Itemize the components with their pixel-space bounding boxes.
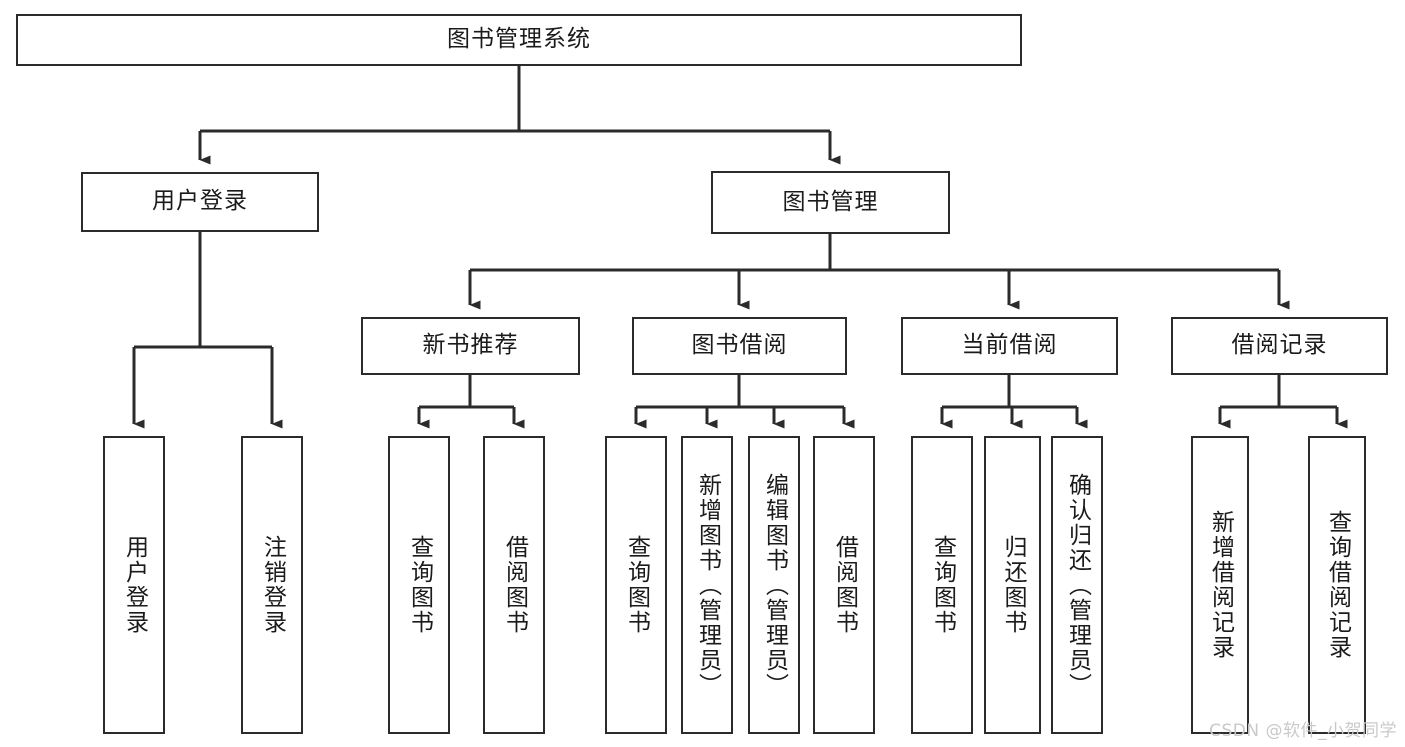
node-label: 查询借阅记录 (1324, 510, 1351, 660)
node-label: 查询图书 (406, 535, 433, 635)
node-book-management[interactable]: 图书管理 (711, 171, 950, 234)
leaf-node[interactable]: 归还图书 (984, 436, 1041, 734)
leaf-node[interactable]: 查询图书 (605, 436, 667, 734)
node-label: 编辑图书（管理员） (761, 472, 788, 698)
csdn-watermark: CSDN @软件_小贺同学 (1209, 721, 1397, 741)
node-label: 注销登录 (259, 535, 286, 635)
node-book-borrowing[interactable]: 图书借阅 (632, 317, 847, 375)
node-borrowing-records[interactable]: 借阅记录 (1171, 317, 1388, 375)
leaf-node[interactable]: 借阅图书 (813, 436, 875, 734)
leaf-node[interactable]: 查询借阅记录 (1308, 436, 1366, 734)
node-new-book-recommendation[interactable]: 新书推荐 (361, 317, 580, 375)
node-label: 新书推荐 (422, 332, 519, 359)
leaf-node[interactable]: 借阅图书 (483, 436, 545, 734)
node-label: 查询图书 (623, 535, 650, 635)
node-current-borrowing[interactable]: 当前借阅 (901, 317, 1118, 375)
node-label: 用户登录 (152, 188, 248, 215)
leaf-node[interactable]: 确认归还（管理员） (1051, 436, 1103, 734)
leaf-node[interactable]: 新增借阅记录 (1191, 436, 1249, 734)
node-label: 查询图书 (929, 535, 956, 635)
node-label: 借阅图书 (831, 535, 858, 635)
node-label: 用户登录 (121, 535, 148, 635)
leaf-node[interactable]: 注销登录 (241, 436, 303, 734)
leaf-node[interactable]: 新增图书（管理员） (681, 436, 733, 734)
leaf-node[interactable]: 查询图书 (388, 436, 450, 734)
node-label: 确认归还（管理员） (1064, 472, 1091, 698)
node-label: 新增借阅记录 (1207, 510, 1234, 660)
node-label: 图书管理系统 (447, 26, 591, 53)
node-label: 借阅图书 (501, 535, 528, 635)
node-label: 图书管理 (782, 188, 879, 215)
node-label: 归还图书 (1000, 535, 1027, 635)
node-label: 图书借阅 (691, 332, 788, 359)
node-label: 当前借阅 (961, 332, 1058, 359)
leaf-node[interactable]: 用户登录 (103, 436, 165, 734)
node-user-login[interactable]: 用户登录 (81, 172, 319, 232)
node-label: 借阅记录 (1231, 332, 1328, 359)
node-label: 新增图书（管理员） (694, 472, 721, 698)
leaf-node[interactable]: 编辑图书（管理员） (748, 436, 800, 734)
leaf-node[interactable]: 查询图书 (911, 436, 973, 734)
node-root-system[interactable]: 图书管理系统 (16, 14, 1022, 66)
